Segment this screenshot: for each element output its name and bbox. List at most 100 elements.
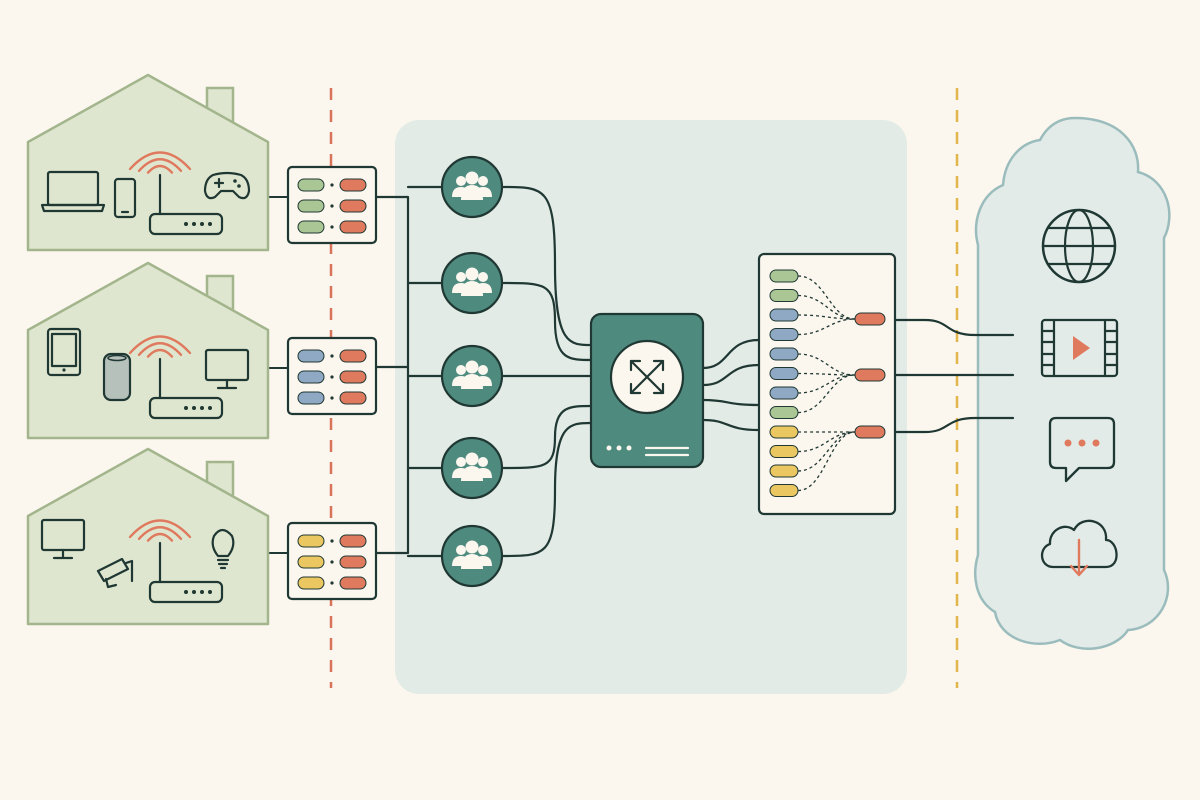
globe-icon[interactable] xyxy=(1041,208,1117,284)
translation-line xyxy=(797,318,856,336)
security-camera-icon[interactable] xyxy=(96,557,134,589)
private-address-pill xyxy=(769,289,799,302)
private-port-pill xyxy=(297,178,325,192)
private-port-pill xyxy=(297,576,325,590)
subscriber-group[interactable] xyxy=(440,155,504,219)
private-address-pill xyxy=(769,386,799,400)
private-address-pill xyxy=(769,445,799,458)
users-icon xyxy=(452,540,492,569)
router-to-table-line xyxy=(701,363,761,387)
translation-line xyxy=(797,431,856,472)
table-to-internet-line xyxy=(883,318,1015,337)
monitor-icon[interactable] xyxy=(40,518,86,560)
cloud-download-icon[interactable] xyxy=(1040,519,1118,577)
private-address-pill xyxy=(769,328,799,341)
router-status-dots xyxy=(606,445,632,451)
private-port-pill xyxy=(297,199,325,213)
router-icon[interactable] xyxy=(128,519,224,604)
connection-lines xyxy=(265,185,1015,558)
smart-speaker-icon[interactable] xyxy=(102,352,132,402)
users-icon xyxy=(452,452,492,481)
users-icon xyxy=(452,360,492,389)
nat-public-pills xyxy=(854,312,886,439)
home-2 xyxy=(26,261,378,440)
subscriber-group[interactable] xyxy=(440,436,504,500)
router-to-table-line xyxy=(701,338,761,370)
house-outline xyxy=(26,261,270,440)
public-port-pill xyxy=(339,555,367,569)
nat-translation-table xyxy=(757,252,897,516)
translation-line xyxy=(797,374,856,414)
private-port-pill xyxy=(297,391,325,405)
private-address-pill xyxy=(769,347,799,361)
port-mapping-box xyxy=(286,336,378,416)
mapping-dot xyxy=(330,183,334,187)
private-address-pill xyxy=(769,425,799,439)
nat-mapping-lines xyxy=(797,275,856,492)
monitor-icon[interactable] xyxy=(204,348,250,390)
subscriber-group[interactable] xyxy=(440,344,504,408)
table-to-internet-line xyxy=(883,416,1015,434)
public-port-pill xyxy=(339,349,367,363)
private-port-pill xyxy=(297,534,325,548)
private-address-pill xyxy=(769,406,799,419)
access-trunk xyxy=(374,195,410,555)
private-address-pill xyxy=(769,269,799,283)
home-3 xyxy=(26,447,378,626)
mapping-dot xyxy=(330,225,334,229)
mapping-dot xyxy=(330,204,334,208)
router-to-table-line xyxy=(701,398,761,407)
home-1 xyxy=(26,73,378,252)
public-port-pill xyxy=(339,534,367,548)
chat-bubble-icon[interactable] xyxy=(1048,416,1116,483)
lightbulb-icon[interactable] xyxy=(211,528,235,570)
group-to-router-line xyxy=(501,404,593,470)
public-port-pill xyxy=(339,370,367,384)
subscriber-group[interactable] xyxy=(440,251,504,315)
house-outline xyxy=(26,447,270,626)
group-to-router-line xyxy=(501,281,593,362)
nat-private-pills xyxy=(769,269,799,497)
public-port-pill xyxy=(339,391,367,405)
cgnat-router[interactable] xyxy=(589,312,705,469)
translation-line xyxy=(797,431,856,453)
subscriber-group[interactable] xyxy=(440,524,504,588)
mapping-dot xyxy=(330,560,334,564)
router-icon[interactable] xyxy=(128,151,224,236)
public-address-pill xyxy=(854,312,886,326)
translation-line xyxy=(797,374,856,394)
homes-group xyxy=(26,73,378,626)
expand-arrows-icon xyxy=(609,339,685,415)
tablet-icon[interactable] xyxy=(46,327,82,377)
public-port-pill xyxy=(339,576,367,590)
private-port-pill xyxy=(297,370,325,384)
video-player-icon[interactable] xyxy=(1040,318,1119,378)
private-port-pill xyxy=(297,220,325,234)
mapping-dot xyxy=(330,581,334,585)
smartphone-icon[interactable] xyxy=(113,177,137,219)
router-icon[interactable] xyxy=(128,335,224,420)
translation-line xyxy=(797,431,856,492)
laptop-icon[interactable] xyxy=(40,170,106,213)
private-port-pill xyxy=(297,349,325,363)
group-to-router-line xyxy=(501,421,593,558)
private-address-pill xyxy=(769,484,799,497)
public-port-pill xyxy=(339,178,367,192)
private-address-pill xyxy=(769,367,799,380)
private-address-pill xyxy=(769,308,799,322)
port-mapping-box xyxy=(286,521,378,601)
mapping-dot xyxy=(330,354,334,358)
users-icon xyxy=(452,171,492,200)
public-port-pill xyxy=(339,220,367,234)
group-to-router-line xyxy=(501,185,593,347)
subscriber-groups xyxy=(440,155,504,588)
public-port-pill xyxy=(339,199,367,213)
private-port-pill xyxy=(297,555,325,569)
mapping-dot xyxy=(330,396,334,400)
internet-cloud xyxy=(974,116,1171,650)
private-address-pill xyxy=(769,464,799,478)
gamepad-icon[interactable] xyxy=(203,171,251,200)
users-icon xyxy=(452,267,492,296)
